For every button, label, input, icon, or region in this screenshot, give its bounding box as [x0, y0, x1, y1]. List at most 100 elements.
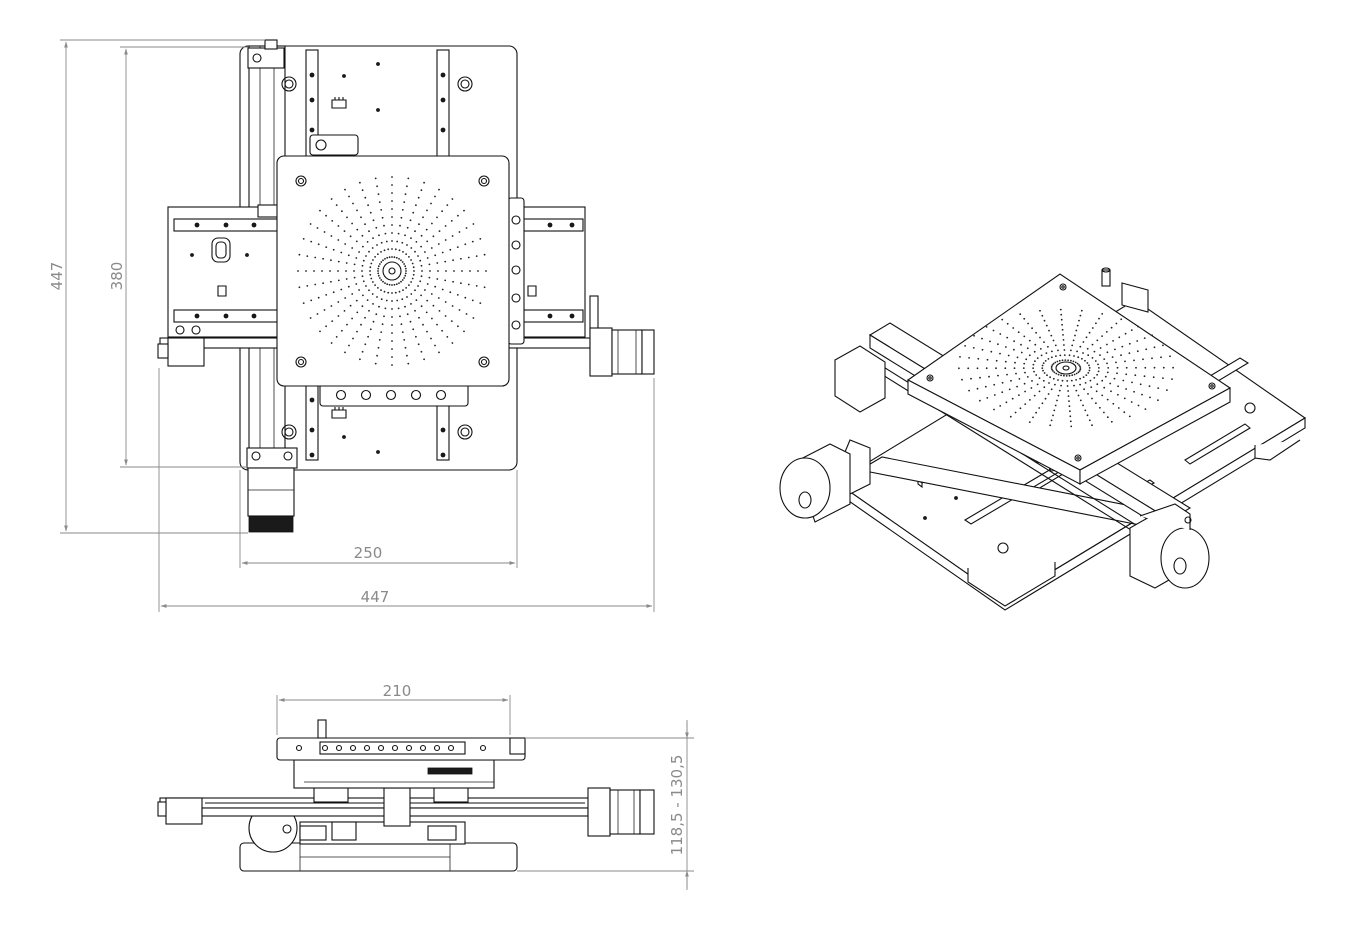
- hole-dot: [1005, 401, 1008, 404]
- hole-dot: [368, 250, 370, 253]
- front-top-table: [276, 737, 526, 761]
- hole-dot: [384, 282, 386, 284]
- hole-dot: [1012, 327, 1015, 329]
- hole-dot: [1004, 360, 1007, 363]
- hole-dot: [1052, 362, 1055, 365]
- hole-dot: [1122, 379, 1125, 382]
- hole-dot: [391, 216, 393, 218]
- hole-dot: [372, 259, 374, 261]
- hole-dot: [1022, 367, 1025, 369]
- hole-dot: [1115, 361, 1117, 364]
- hole-dot: [337, 315, 340, 317]
- hole-dot: [1078, 319, 1080, 322]
- hole-dot: [472, 317, 475, 319]
- hole-dot: [1162, 366, 1165, 369]
- hole-dot: [391, 240, 393, 242]
- hole-dot: [1106, 362, 1108, 365]
- hole-dot: [1043, 341, 1045, 343]
- hole-dot: [377, 265, 380, 268]
- hole-dot: [446, 336, 449, 338]
- hole-dot: [417, 285, 419, 287]
- hole-dot: [1020, 351, 1023, 354]
- hole-dot: [438, 188, 440, 191]
- hole-dot: [391, 356, 393, 358]
- hole-dot: [391, 256, 393, 258]
- hole-dot: [1136, 340, 1139, 342]
- hole-dot: [1095, 322, 1097, 325]
- hole-dot: [1035, 411, 1037, 414]
- hole-dot: [1166, 389, 1168, 391]
- hole-dot: [382, 259, 384, 262]
- hole-dot: [344, 243, 347, 245]
- hole-dot: [406, 354, 408, 357]
- hole-dot: [1035, 331, 1037, 334]
- hole-dot: [451, 342, 454, 344]
- hole-dot: [305, 270, 307, 272]
- hole-dot: [1087, 372, 1090, 374]
- hole-dot: [1075, 329, 1078, 332]
- hole-dot: [426, 240, 429, 243]
- hole-dot: [1077, 356, 1080, 359]
- hole-dot: [330, 342, 333, 344]
- hole-dot: [380, 251, 382, 253]
- hole-dot: [1096, 383, 1099, 386]
- hole-dot: [1106, 416, 1109, 419]
- hole-dot: [330, 305, 333, 307]
- hole-dot: [1112, 340, 1114, 342]
- hole-dot: [415, 241, 418, 243]
- hole-dot: [385, 299, 388, 302]
- hole-dot: [406, 313, 409, 316]
- hole-dot: [1143, 375, 1146, 378]
- hole-dot: [997, 374, 999, 377]
- hole-dot: [1084, 409, 1087, 412]
- hole-dot: [441, 288, 444, 291]
- hole-dot: [1082, 376, 1085, 378]
- hole-dot: [1099, 354, 1101, 356]
- hole-dot: [1079, 377, 1081, 380]
- hole-dot: [452, 280, 454, 283]
- hole-dot: [364, 223, 366, 226]
- hole-dot: [1052, 339, 1055, 342]
- hole-dot: [1024, 390, 1026, 393]
- hole-dot: [325, 214, 327, 217]
- hole-dot: [1076, 362, 1079, 365]
- hole-dot: [1114, 348, 1116, 351]
- hole-dot: [378, 305, 380, 308]
- hole-dot: [344, 188, 346, 191]
- hole-dot: [1038, 407, 1041, 409]
- hole-dot: [391, 248, 393, 250]
- hole-dot: [418, 223, 420, 226]
- hole-dot: [979, 399, 981, 402]
- hole-dot: [413, 270, 415, 272]
- hole-dot: [403, 277, 405, 279]
- hole-dot: [415, 299, 418, 301]
- hole-dot: [405, 287, 407, 289]
- dim-base-width: 250: [354, 544, 383, 562]
- hole-dot: [384, 232, 387, 235]
- hole-dot: [1047, 393, 1050, 395]
- hole-dot: [330, 280, 332, 283]
- hole-dot: [361, 234, 364, 237]
- hole-dot: [1040, 354, 1043, 357]
- hole-dot: [322, 257, 324, 260]
- hole-dot: [347, 285, 350, 288]
- hole-dot: [993, 408, 995, 411]
- hole-dot: [397, 232, 400, 235]
- hole-dot: [1051, 356, 1053, 359]
- hole-dot: [391, 340, 393, 342]
- hole-dot: [1066, 380, 1069, 382]
- hole-dot: [1079, 314, 1082, 317]
- hole-dot: [1059, 354, 1062, 357]
- hole-dot: [419, 280, 422, 283]
- hole-dot: [460, 257, 462, 260]
- hole-dot: [1077, 371, 1080, 374]
- hole-dot: [1039, 309, 1041, 312]
- hole-dot: [1036, 383, 1039, 386]
- hole-dot: [465, 227, 468, 229]
- hole-dot: [391, 184, 393, 186]
- hole-dot: [1014, 411, 1017, 414]
- hole-dot: [383, 224, 385, 227]
- hole-dot: [1014, 361, 1016, 364]
- hole-dot: [398, 282, 400, 284]
- hole-dot: [1063, 344, 1065, 346]
